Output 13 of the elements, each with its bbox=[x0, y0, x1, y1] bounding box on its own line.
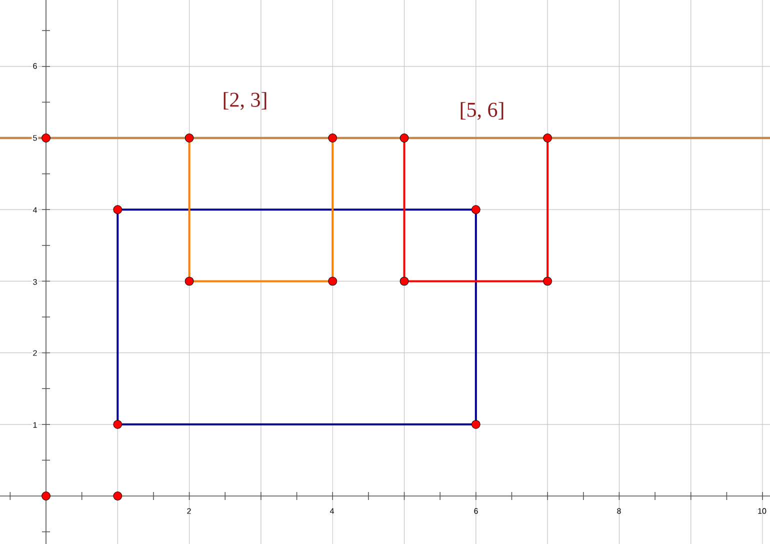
tick-label: 3 bbox=[32, 278, 38, 286]
interval-label: [5, 6] bbox=[460, 102, 504, 120]
tick-label: 5 bbox=[32, 134, 38, 142]
tick-label: 1 bbox=[32, 421, 38, 429]
tick-label: 6 bbox=[474, 508, 478, 514]
tick-label: 2 bbox=[32, 349, 38, 357]
tick-label: 2 bbox=[187, 508, 191, 514]
tick-label: 4 bbox=[32, 206, 38, 214]
interval-label: [2, 3] bbox=[224, 92, 266, 110]
tick-label: 10 bbox=[758, 508, 766, 514]
tick-label: 6 bbox=[32, 62, 38, 70]
tick-label: 4 bbox=[330, 508, 334, 514]
tick-label: 8 bbox=[617, 508, 621, 514]
